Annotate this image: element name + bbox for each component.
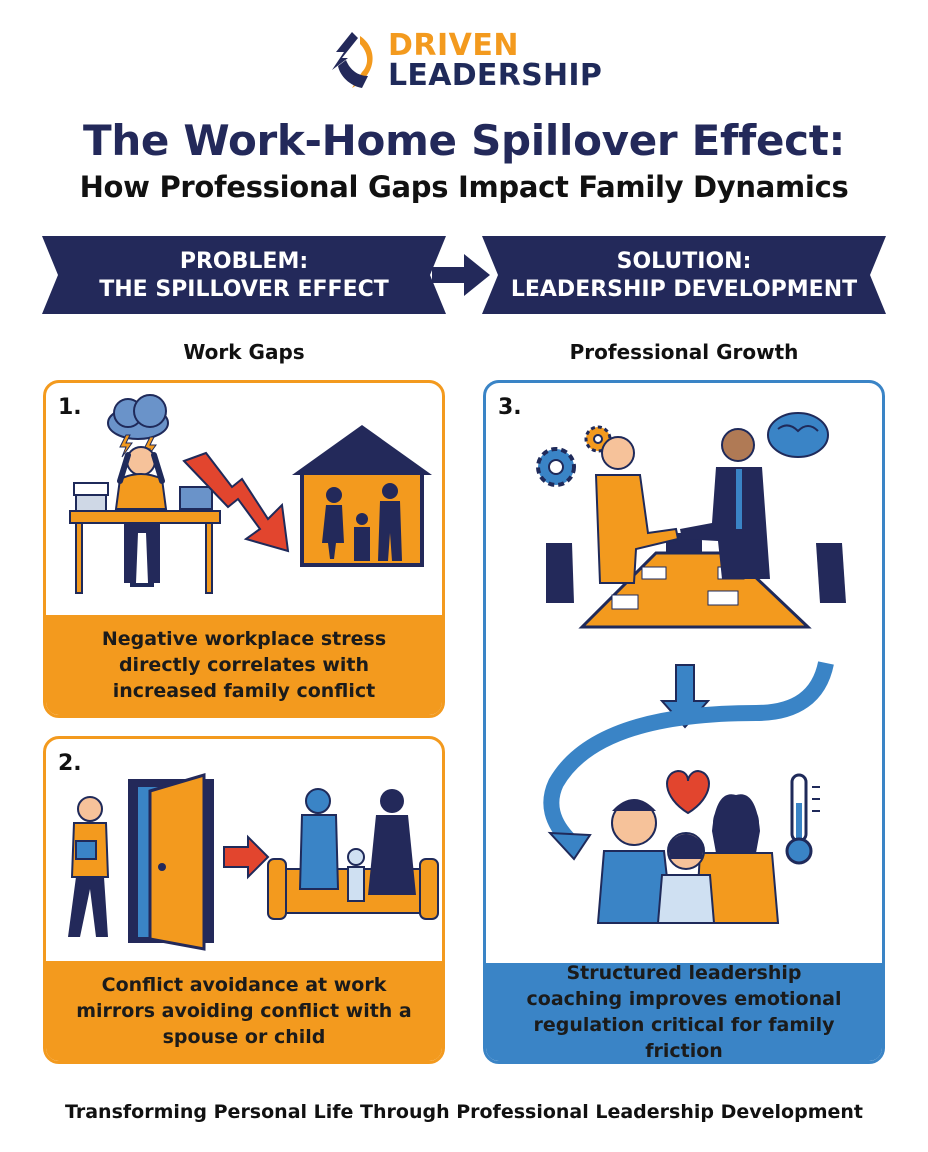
- happy-family-icon: [596, 794, 780, 924]
- panel-number: 3.: [498, 395, 522, 420]
- panel-work-stress: 1.: [43, 380, 445, 718]
- brand-line-2: LEADERSHIP: [388, 58, 603, 93]
- problem-ribbon: PROBLEM: THE SPILLOVER EFFECT: [42, 236, 446, 314]
- panel-caption: Negative workplace stress directly corre…: [46, 615, 442, 715]
- page-title: The Work-Home Spillover Effect:: [82, 116, 846, 165]
- panel-leadership-coaching: 3.: [483, 380, 885, 1064]
- thermometer-icon: [785, 773, 820, 865]
- avoiding-man-icon: [68, 796, 110, 937]
- arrow-right-icon: [432, 254, 490, 296]
- arrow-down-icon: [543, 661, 834, 861]
- storm-cloud-icon: [107, 394, 169, 460]
- solution-title: LEADERSHIP DEVELOPMENT: [510, 277, 858, 302]
- panel-caption: Conflict avoidance at work mirrors avoid…: [46, 961, 442, 1061]
- chevron-swoosh-logo-icon: [332, 32, 373, 88]
- panel-conflict-avoidance: 2. Conflict avoidance at w: [43, 736, 445, 1064]
- problem-title: THE SPILLOVER EFFECT: [99, 277, 389, 302]
- panel-2-illustration: [68, 772, 439, 951]
- panel-3-illustration: [536, 412, 846, 924]
- family-couch-icon: [267, 788, 439, 920]
- footer-tagline: Transforming Personal Life Through Profe…: [64, 1101, 863, 1123]
- heart-icon: [666, 769, 710, 815]
- solution-ribbon: SOLUTION: LEADERSHIP DEVELOPMENT: [482, 236, 886, 314]
- column-heading-professional-growth: Professional Growth: [569, 340, 799, 364]
- brand-line-1: DRIVEN: [388, 28, 519, 63]
- panel-number: 1.: [58, 395, 82, 420]
- panel-1-illustration: [69, 394, 432, 594]
- panel-number: 2.: [58, 751, 82, 776]
- panel-caption: Structured leadership coaching improves …: [486, 962, 882, 1061]
- arrow-right-icon: [223, 834, 270, 880]
- solution-label: SOLUTION:: [616, 249, 752, 274]
- brain-icon: [767, 412, 829, 458]
- house-family-conflict-icon: [292, 425, 432, 567]
- brand-logo: DRIVEN LEADERSHIP: [322, 28, 612, 94]
- meeting-table-icon: [546, 533, 846, 629]
- page-subtitle: How Professional Gaps Impact Family Dyna…: [79, 170, 849, 204]
- problem-label: PROBLEM:: [179, 249, 309, 274]
- stressed-worker-icon: [69, 446, 221, 594]
- column-heading-work-gaps: Work Gaps: [183, 340, 305, 364]
- handshake-icon: [594, 428, 770, 584]
- zigzag-arrow-icon: [182, 451, 290, 553]
- door-icon: [128, 772, 214, 951]
